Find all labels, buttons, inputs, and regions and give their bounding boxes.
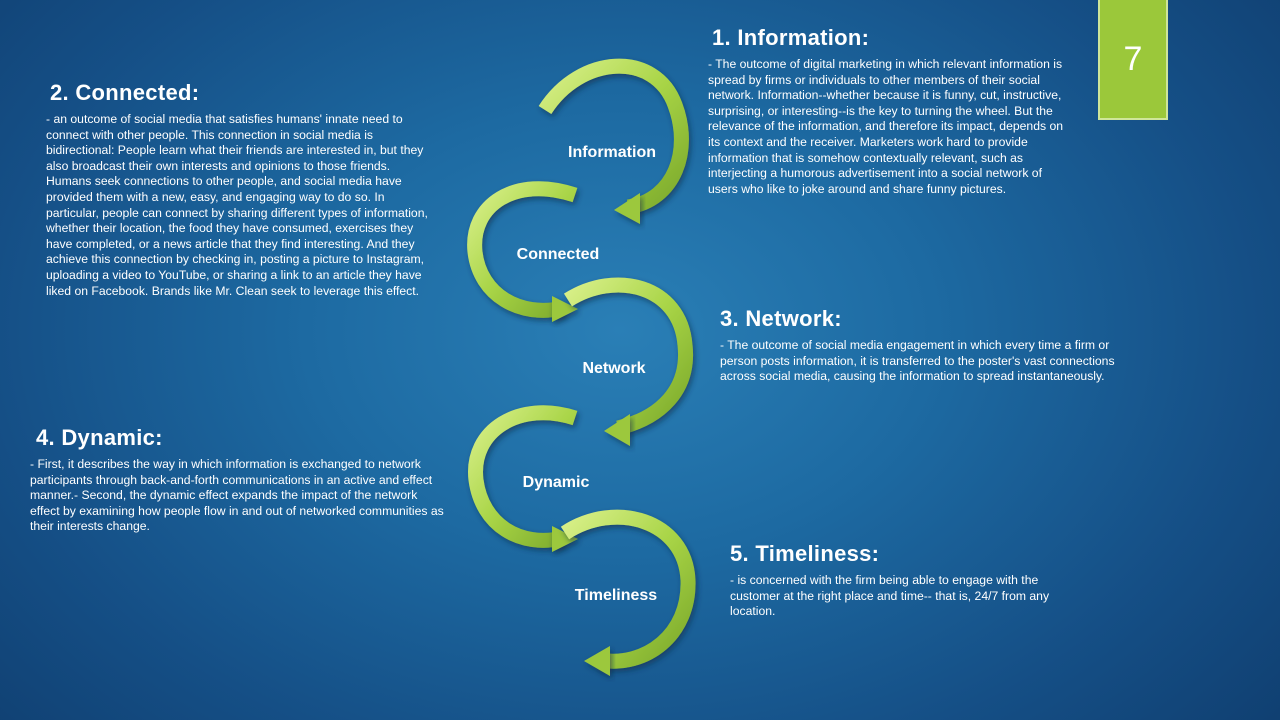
cycle-arrow-network (563, 277, 694, 436)
cycle-arrowhead-dynamic (552, 526, 578, 552)
connected-body: - an outcome of social media that satisf… (46, 112, 428, 298)
cycle-arrowhead-information (614, 193, 640, 224)
cycle-arrow-connected (467, 181, 578, 318)
section-information: 1. Information: - The outcome of digital… (708, 25, 1068, 197)
cycle-label-timeliness: Timeliness (575, 587, 658, 604)
section-timeliness: 5. Timeliness: - is concerned with the f… (730, 541, 1090, 620)
timeliness-heading: 5. Timeliness: (730, 541, 880, 566)
network-heading: 3. Network: (720, 306, 842, 331)
dynamic-heading: 4. Dynamic: (36, 425, 163, 450)
cycle-label-connected: Connected (517, 246, 600, 263)
information-body: - The outcome of digital marketing in wh… (708, 57, 1064, 196)
section-connected: 2. Connected: - an outcome of social med… (46, 80, 438, 299)
cycle-label-network: Network (582, 360, 645, 377)
cycle-arrow-information (538, 58, 689, 215)
section-network: 3. Network: - The outcome of social medi… (720, 306, 1138, 385)
page-number: 7 (1123, 39, 1143, 78)
connected-heading: 2. Connected: (50, 80, 200, 105)
cycle-label-information: Information (568, 144, 656, 161)
cycle-arrowhead-timeliness (584, 646, 610, 676)
dynamic-body: - First, it describes the way in which i… (30, 457, 444, 534)
page-number-badge: 7 (1098, 0, 1168, 120)
cycle-arrow-dynamic (468, 405, 578, 548)
network-body: - The outcome of social media engagement… (720, 338, 1115, 384)
cycle-arrowhead-network (604, 414, 630, 446)
information-heading: 1. Information: (712, 25, 870, 50)
timeliness-body: - is concerned with the firm being able … (730, 573, 1050, 619)
cycle-label-dynamic: Dynamic (523, 474, 590, 491)
cycle-arrow-timeliness (560, 509, 696, 669)
section-dynamic: 4. Dynamic: - First, it describes the wa… (30, 425, 448, 535)
cycle-arrowhead-connected (552, 296, 578, 322)
